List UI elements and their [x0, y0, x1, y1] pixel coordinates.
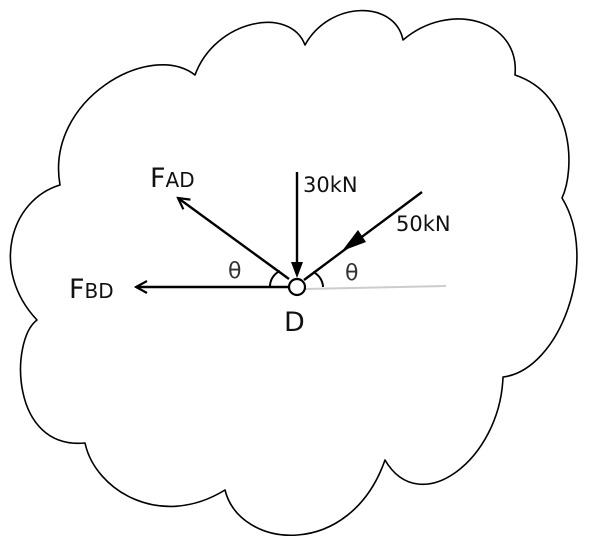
node-label: D [284, 307, 305, 338]
vertical-load-arrowhead [291, 262, 303, 278]
cloud-boundary [9, 9, 578, 537]
left-angle-label: θ [228, 259, 241, 284]
inclined-load-label: 50kN [396, 212, 451, 236]
joint-circle [287, 277, 307, 297]
right-angle-arc [312, 271, 324, 288]
inclined-load-arrowhead [342, 230, 366, 251]
fbd-label-sub: BD [85, 279, 114, 303]
fad-label-main: F [150, 163, 166, 194]
fbd-label: FBD [69, 274, 114, 305]
fad-arrow [178, 198, 290, 280]
inclined-load-line [303, 191, 423, 281]
fad-label: FAD [150, 163, 195, 194]
right-angle-label: θ [345, 261, 358, 286]
fad-label-sub: AD [166, 168, 195, 192]
vertical-load-label: 30kN [303, 173, 358, 197]
left-angle-arc [268, 270, 281, 288]
fbd-label-main: F [69, 274, 85, 305]
reference-line [303, 285, 447, 290]
